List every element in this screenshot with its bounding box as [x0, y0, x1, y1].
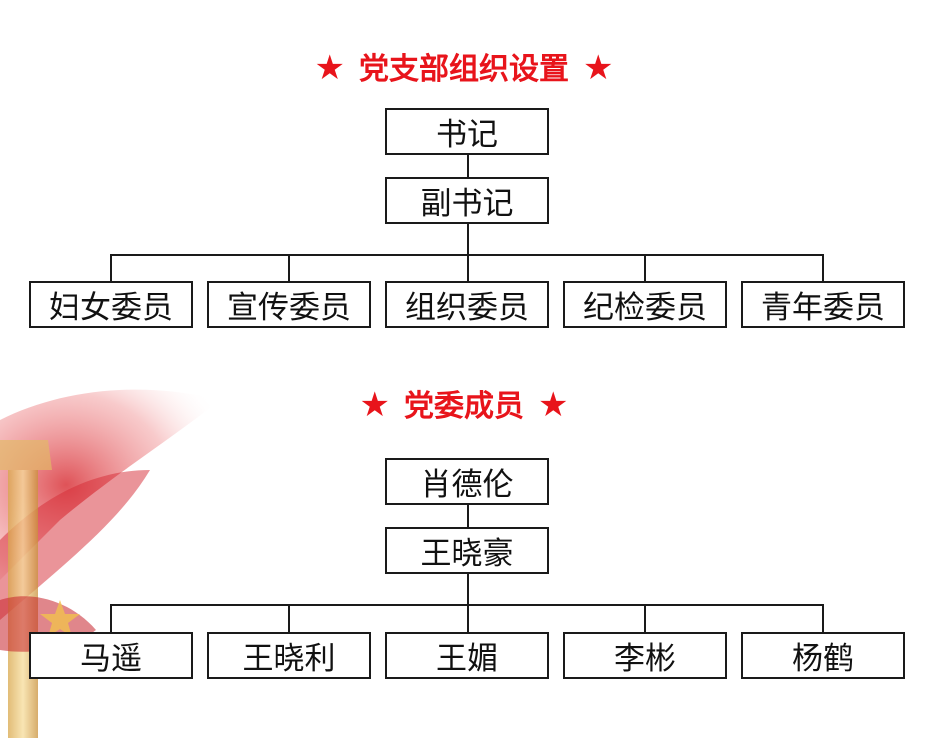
committee-member-node: 王晓利 — [207, 632, 371, 679]
connector-line — [644, 604, 646, 632]
org-node-deputy-secretary: 副书记 — [385, 177, 549, 224]
org-title: ★ 党支部组织设置 ★ — [0, 48, 928, 90]
connector-line — [288, 254, 290, 281]
connector-line — [467, 574, 469, 605]
org-node-secretary: 书记 — [385, 108, 549, 155]
committee-member-node: 杨鹤 — [741, 632, 905, 679]
committee-node-head: 肖德伦 — [385, 458, 549, 505]
org-member-node: 组织委员 — [385, 281, 549, 328]
org-member-node: 妇女委员 — [29, 281, 193, 328]
connector-line — [288, 604, 290, 632]
committee-member-node: 李彬 — [563, 632, 727, 679]
org-member-node: 宣传委员 — [207, 281, 371, 328]
connector-line — [110, 254, 112, 281]
star-icon: ★ — [314, 48, 345, 88]
committee-node-deputy: 王晓豪 — [385, 527, 549, 574]
connector-line — [644, 254, 646, 281]
org-member-node: 青年委员 — [741, 281, 905, 328]
committee-title: ★ 党委成员 ★ — [0, 385, 928, 427]
connector-line — [467, 155, 469, 177]
committee-title-text: 党委成员 — [404, 389, 524, 424]
star-icon: ★ — [583, 48, 614, 88]
star-icon: ★ — [538, 385, 569, 425]
connector-line — [822, 604, 824, 632]
connector-line — [467, 604, 469, 632]
committee-member-node: 王媚 — [385, 632, 549, 679]
connector-line — [467, 254, 469, 281]
connector-line — [110, 604, 112, 632]
connector-line — [467, 224, 469, 255]
star-icon: ★ — [359, 385, 390, 425]
org-title-text: 党支部组织设置 — [359, 52, 569, 87]
org-member-node: 纪检委员 — [563, 281, 727, 328]
connector-line — [822, 254, 824, 281]
committee-member-node: 马遥 — [29, 632, 193, 679]
connector-line — [467, 505, 469, 527]
